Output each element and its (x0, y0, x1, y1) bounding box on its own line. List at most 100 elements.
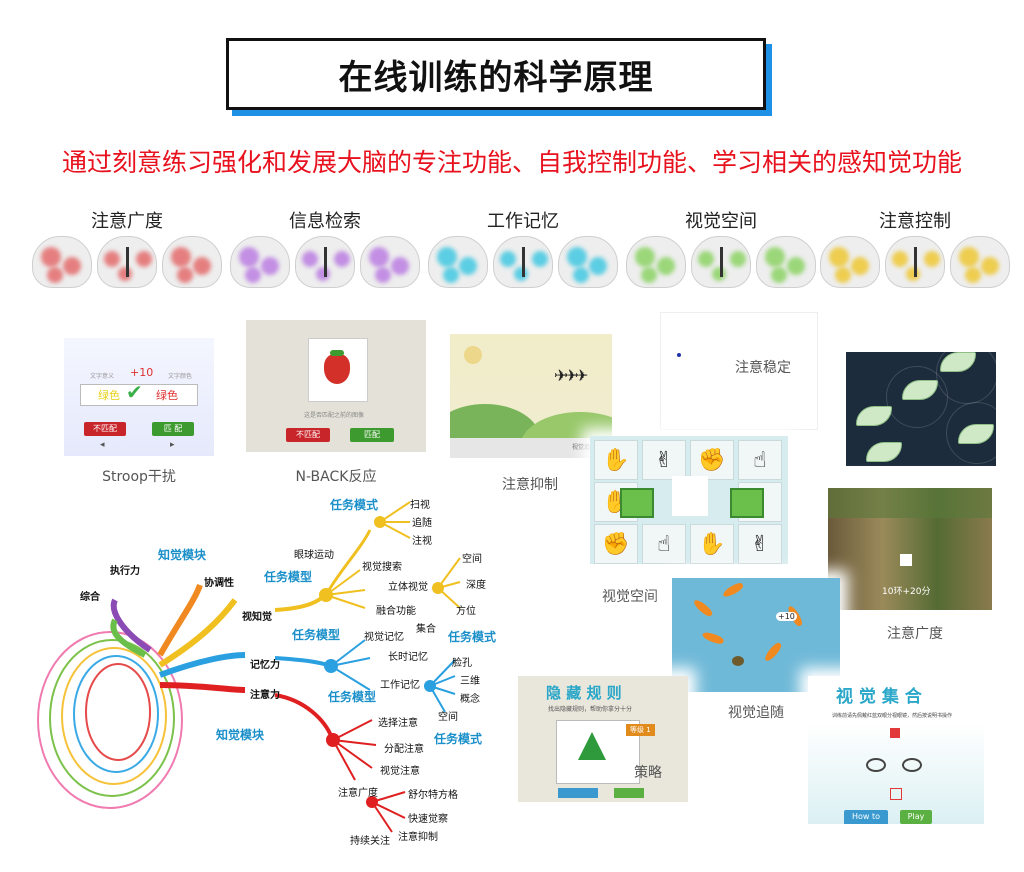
brain-icon (820, 236, 880, 288)
nback-mismatch-button[interactable]: 不匹配 (286, 428, 330, 442)
brain-icon (97, 236, 157, 288)
hand-gesture-icon[interactable]: ✋ (690, 524, 734, 564)
mind-map-branches (37, 501, 461, 833)
strategy-play-button[interactable] (614, 788, 644, 798)
turtle-icon (732, 656, 744, 666)
check-icon: ✔ (126, 380, 143, 404)
mm-sustain: 持续关注 (350, 836, 390, 847)
mm-gather: 集合 (416, 624, 436, 635)
brain-icon (558, 236, 618, 288)
mm-inhibit: 注意抑制 (398, 832, 438, 843)
hand-gesture-icon[interactable]: ☝ (738, 440, 782, 480)
hand-gesture-icon[interactable]: ✊ (690, 440, 734, 480)
mm-search: 视觉搜索 (362, 562, 402, 573)
mm-span: 注意广度 (338, 788, 378, 799)
mm-synth: 综合 (80, 592, 100, 603)
eye-right-icon (902, 758, 922, 772)
forest-score: 10环+20分 (882, 587, 931, 597)
leaf-icon[interactable] (866, 442, 902, 462)
mm-scan: 扫视 (410, 500, 430, 511)
play-left-icon[interactable] (620, 488, 654, 518)
brain-function-label: 视觉空间 (685, 211, 757, 232)
play-right-icon[interactable] (730, 488, 764, 518)
strategy-caption: 策略 (634, 765, 662, 781)
how-to-play-button[interactable]: How to Play (844, 810, 888, 824)
stroop-match-button[interactable]: 匹 配 (152, 422, 194, 436)
page-title: 在线训练的科学原理 (338, 57, 654, 98)
strategy-title: 隐 藏 规 则 (546, 684, 622, 702)
inhibition-bottom-bar (450, 438, 612, 458)
hand-gesture-icon[interactable]: ✌ (738, 524, 782, 564)
strategy-instruction: 找出隐藏规则，帮助你拿分十分 (548, 706, 633, 713)
hand-gesture-icon[interactable]: ✋ (594, 440, 638, 480)
forest-card: 10环+20分 (828, 488, 992, 610)
red-square (890, 728, 900, 738)
fish-icon[interactable] (692, 597, 714, 619)
strawberry-leaf-icon (330, 350, 344, 356)
brain-icon (626, 236, 686, 288)
strategy-help-button[interactable] (558, 788, 598, 798)
mm-space: 空间 (462, 554, 482, 565)
mm-eye: 眼球运动 (294, 550, 334, 561)
brain-illustration (820, 236, 1010, 288)
page-subtitle: 通过刻意练习强化和发展大脑的专注功能、自我控制功能、学习相关的感知觉功能 (61, 148, 962, 177)
brain-icon (691, 236, 751, 288)
stroop-right-word: 绿色 (156, 389, 178, 402)
brain-icon (428, 236, 488, 288)
hand-gesture-icon[interactable]: ☝ (642, 524, 686, 564)
stability-caption: 注意稳定 (735, 360, 791, 376)
left-arrow-key-icon: ◂ (100, 440, 105, 450)
mm-attention-task-mode: 任务模式 (434, 732, 483, 746)
mm-memory-task-mode: 任务模式 (448, 630, 497, 644)
convergence-card: 视 觉 集 合 训练前请先佩戴红蓝双眼分视眼镜，然后按说明书操作 How to … (808, 676, 984, 824)
brain-illustration (32, 236, 222, 288)
fish-icon[interactable] (721, 581, 745, 599)
hand-sample-card (672, 476, 708, 516)
mm-visual-task-model: 任务模型 (264, 570, 313, 584)
fish-icon[interactable] (762, 641, 784, 663)
mm-depth: 深度 (466, 580, 486, 591)
mm-schulte: 舒尔特方格 (408, 790, 458, 801)
forest-caption: 注意广度 (887, 626, 943, 642)
mm-attention-task-model: 任务模型 (328, 690, 377, 704)
brain-icon (162, 236, 222, 288)
brain-illustration (230, 236, 420, 288)
nback-match-button[interactable]: 匹配 (350, 428, 394, 442)
forest-canopy (828, 488, 992, 518)
play-button[interactable]: Play (900, 810, 932, 824)
hand-gesture-icon[interactable]: ✊ (594, 524, 638, 564)
stability-card: 注意稳定 (660, 312, 818, 430)
stroop-mismatch-button[interactable]: 不匹配 (84, 422, 126, 436)
mm-exec: 执行力 (110, 566, 140, 577)
mm-concept: 概念 (460, 694, 480, 705)
fish-icon[interactable] (701, 630, 725, 646)
mind-map: 执行力 综合 知觉模块 协调性 视知觉 任务模型 任务模式 眼球运动 视觉搜索 … (20, 490, 520, 847)
target-square (900, 554, 912, 566)
hand-gesture-icon[interactable]: ✌ (642, 440, 686, 480)
brain-icon (230, 236, 290, 288)
inhibition-caption: 注意抑制 (502, 477, 558, 493)
mm-attention-label: 注意力 (250, 690, 280, 701)
tracking-card: +10 (672, 578, 840, 692)
mm-select: 选择注意 (378, 718, 418, 729)
target-square-outline (890, 788, 902, 800)
inhibition-footer: 视觉追随 (572, 444, 597, 451)
brain-icon (32, 236, 92, 288)
stroop-card: 文字意义 文字颜色 +10 绿色 ✔ 绿色 不匹配 匹 配 ◂ ▸ (64, 338, 214, 456)
stroop-left-header: 文字意义 (90, 373, 115, 380)
mm-alert: 快速觉察 (408, 814, 448, 825)
mm-long-mem: 长时记忆 (388, 652, 428, 663)
leaf-icon[interactable] (856, 406, 892, 426)
mm-face: 脸孔 (452, 658, 472, 669)
strategy-level: 等级 1 (626, 724, 655, 736)
brain-icon (493, 236, 553, 288)
stroop-left-word: 绿色 (98, 389, 120, 402)
tracking-caption: 视觉追随 (728, 705, 784, 721)
stroop-caption: Stroop干扰 (102, 469, 176, 485)
mm-divide: 分配注意 (384, 744, 424, 755)
mm-memory-label: 记忆力 (250, 660, 280, 671)
right-arrow-key-icon: ▸ (170, 440, 175, 450)
stroop-word-box (80, 384, 198, 406)
brain-icon (950, 236, 1010, 288)
convergence-scene (808, 724, 984, 824)
